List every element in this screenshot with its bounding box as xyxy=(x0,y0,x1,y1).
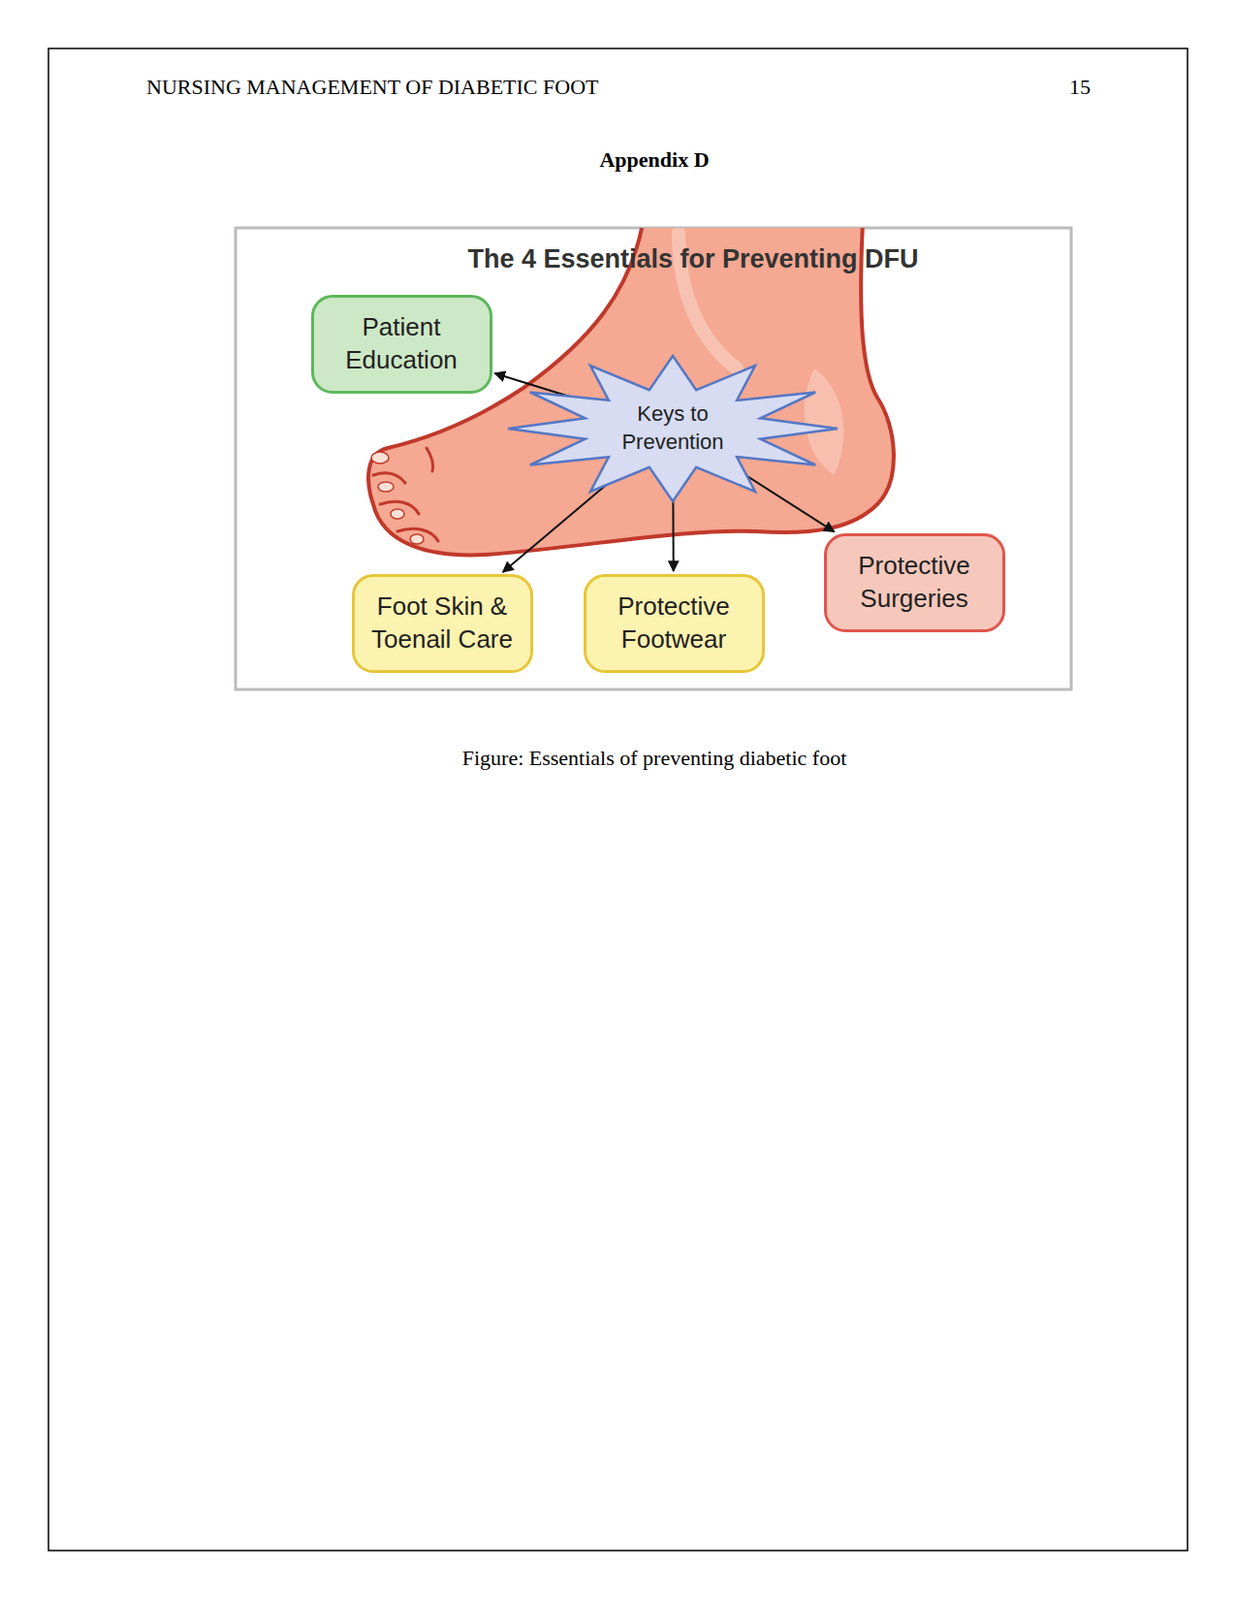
appendix-heading: Appendix D xyxy=(599,147,709,173)
prevention-starburst: Keys to Prevention xyxy=(507,355,838,502)
running-header: NURSING MANAGEMENT OF DIABETIC FOOT xyxy=(146,74,600,100)
toenails xyxy=(371,451,424,544)
page-number: 15 xyxy=(1069,74,1091,100)
node-text: Foot Skin & Toenail Care xyxy=(366,590,519,657)
figure-title: The 4 Essentials for Preventing DFU xyxy=(467,244,919,275)
figure-caption: Figure: Essentials of preventing diabeti… xyxy=(462,745,848,771)
page-border xyxy=(48,48,1188,1551)
ankle-shading xyxy=(804,368,845,476)
skin-care-box: Foot Skin & Toenail Care xyxy=(351,573,534,673)
node-text: Keys to Prevention xyxy=(609,400,736,456)
starburst-outline xyxy=(507,355,838,502)
starburst-shape xyxy=(507,355,838,502)
node-text: Patient Education xyxy=(325,311,478,378)
surgery-box: Protective Surgeries xyxy=(824,533,1006,633)
footwear-box: Protective Footwear xyxy=(583,573,765,673)
education-box: Patient Education xyxy=(311,294,493,394)
node-text: Protective Surgeries xyxy=(838,549,991,616)
node-text: Protective Footwear xyxy=(598,590,751,657)
